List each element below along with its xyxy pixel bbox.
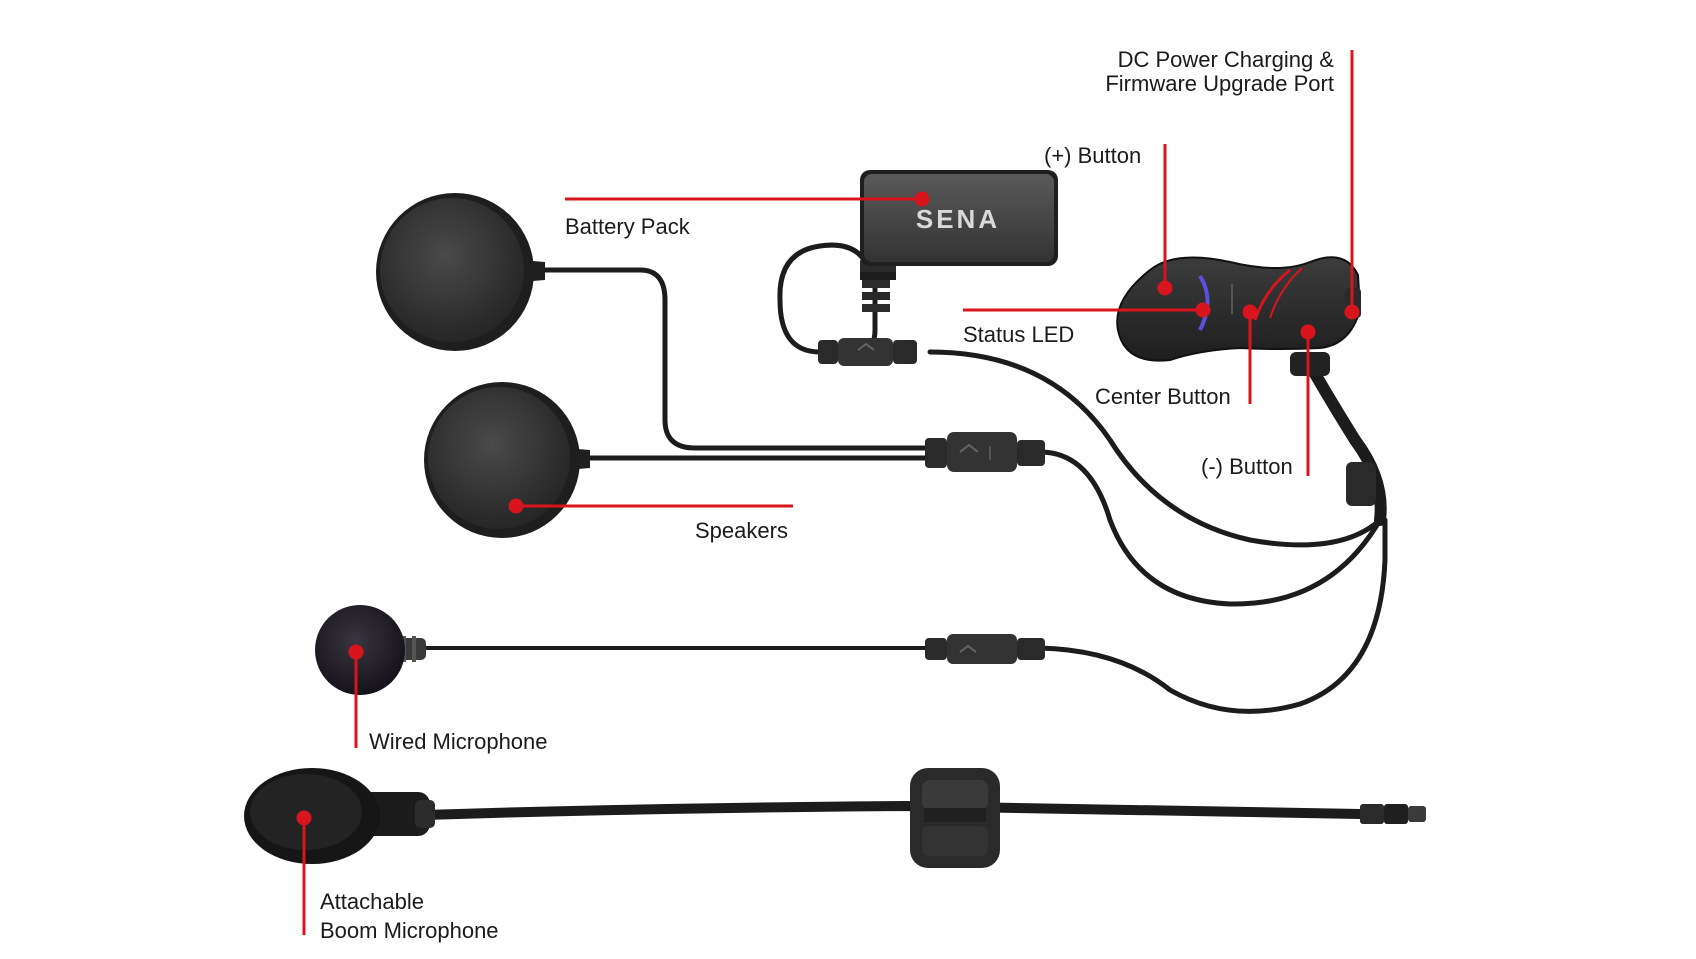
battery-connector — [818, 338, 917, 366]
label-speakers: Speakers — [695, 519, 788, 543]
battery-brand-text: SENA — [916, 204, 1000, 234]
label-boom-microphone: Attachable Boom Microphone — [320, 887, 499, 945]
top-speaker — [376, 193, 545, 351]
battery-loop-cable — [780, 245, 870, 352]
label-status-led: Status LED — [963, 323, 1074, 347]
wired-mic-connector — [925, 634, 1045, 664]
bottom-speaker — [424, 382, 590, 538]
label-boom-line1: Attachable — [320, 887, 499, 916]
wired-mic-merge-cable — [1040, 520, 1385, 711]
label-battery-pack: Battery Pack — [565, 215, 690, 239]
label-dc-port: DC Power Charging & Firmware Upgrade Por… — [1105, 48, 1334, 96]
boom-microphone — [244, 768, 1000, 868]
label-minus-button: (-) Button — [1201, 455, 1293, 479]
label-dc-port-line1: DC Power Charging & — [1105, 48, 1334, 72]
label-wired-microphone: Wired Microphone — [369, 730, 548, 754]
wired-microphone — [315, 605, 426, 695]
control-unit — [1117, 257, 1361, 376]
label-boom-line2: Boom Microphone — [320, 916, 499, 945]
unit-lower-connector — [1346, 462, 1376, 506]
battery-pack: SENA — [860, 170, 1058, 312]
label-plus-button: (+) Button — [1044, 144, 1141, 168]
label-dc-port-line2: Firmware Upgrade Port — [1105, 72, 1334, 96]
boom-cable — [425, 806, 1360, 815]
label-center-button: Center Button — [1095, 385, 1231, 409]
speaker-connector — [925, 432, 1045, 472]
boom-end-connector — [1360, 804, 1426, 824]
